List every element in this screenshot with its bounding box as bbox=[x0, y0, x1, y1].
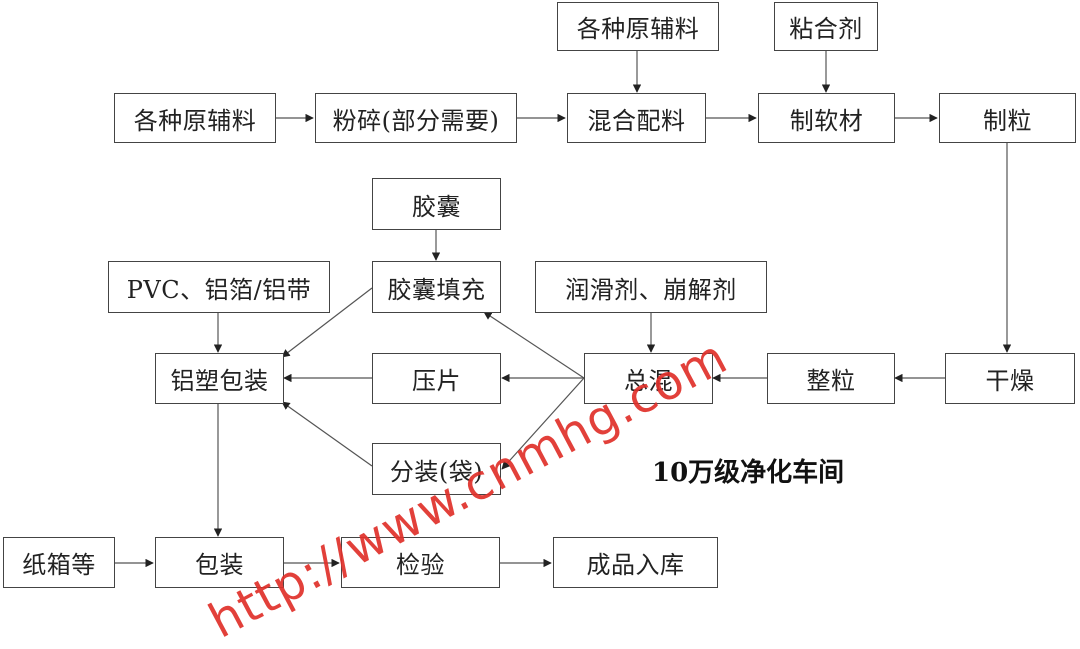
node-label: 总混 bbox=[624, 367, 673, 395]
node-warehousing: 成品入库 bbox=[553, 537, 718, 588]
node-crushing: 粉碎(部分需要) bbox=[315, 93, 517, 143]
node-drying: 干燥 bbox=[945, 353, 1075, 404]
node-label: 压片 bbox=[412, 367, 461, 395]
node-label: 混合配料 bbox=[587, 106, 686, 135]
arrow-total-mixing-to-filling bbox=[483, 311, 585, 379]
node-cartons: 纸箱等 bbox=[3, 537, 115, 588]
node-label: 胶囊填充 bbox=[387, 275, 486, 304]
node-label: PVC、铝箔/铝带 bbox=[126, 275, 312, 304]
arrow-sachet-to-blister bbox=[281, 401, 373, 467]
node-label: 润滑剂、崩解剂 bbox=[565, 275, 737, 304]
node-label: 制粒 bbox=[983, 106, 1032, 135]
node-label: 粘合剂 bbox=[789, 15, 863, 43]
node-label: 制软材 bbox=[789, 106, 864, 135]
node-label: 各种原辅料 bbox=[576, 15, 700, 43]
node-label: 检验 bbox=[396, 551, 445, 579]
node-granulation: 制粒 bbox=[939, 93, 1076, 143]
node-pvc-foil: PVC、铝箔/铝带 bbox=[108, 261, 330, 313]
node-label: 分装(袋) bbox=[389, 457, 484, 486]
arrow-total-mixing-to-sachet bbox=[501, 377, 585, 470]
node-label: 纸箱等 bbox=[22, 551, 96, 579]
node-sachet-packing: 分装(袋) bbox=[372, 443, 501, 495]
node-label: 粉碎(部分需要) bbox=[332, 106, 500, 135]
node-binder: 粘合剂 bbox=[774, 2, 878, 51]
node-label: 各种原辅料 bbox=[133, 106, 257, 135]
clean-room-label: 10万级净化车间 bbox=[652, 458, 845, 488]
node-blister-packing: 铝塑包装 bbox=[155, 353, 284, 404]
node-capsule: 胶囊 bbox=[372, 178, 501, 230]
node-inspection: 检验 bbox=[341, 537, 500, 588]
node-tableting: 压片 bbox=[372, 353, 501, 404]
flow-connectors bbox=[115, 50, 1012, 568]
arrow-filling-to-blister bbox=[281, 287, 373, 358]
node-raw-materials-top: 各种原辅料 bbox=[557, 2, 719, 51]
node-label: 铝塑包装 bbox=[170, 367, 269, 395]
node-raw-materials: 各种原辅料 bbox=[114, 93, 276, 143]
node-capsule-filling: 胶囊填充 bbox=[372, 261, 501, 313]
node-label: 胶囊 bbox=[412, 192, 461, 221]
node-mixing: 混合配料 bbox=[567, 93, 706, 143]
node-total-mixing: 总混 bbox=[584, 353, 713, 404]
node-packing: 包装 bbox=[155, 537, 284, 588]
node-sizing: 整粒 bbox=[767, 353, 895, 404]
node-soft-material: 制软材 bbox=[758, 93, 895, 143]
node-lubricant: 润滑剂、崩解剂 bbox=[535, 261, 767, 313]
node-label: 包装 bbox=[195, 551, 244, 579]
node-label: 成品入库 bbox=[586, 551, 685, 579]
node-label: 整粒 bbox=[806, 367, 856, 395]
node-label: 干燥 bbox=[985, 367, 1035, 395]
